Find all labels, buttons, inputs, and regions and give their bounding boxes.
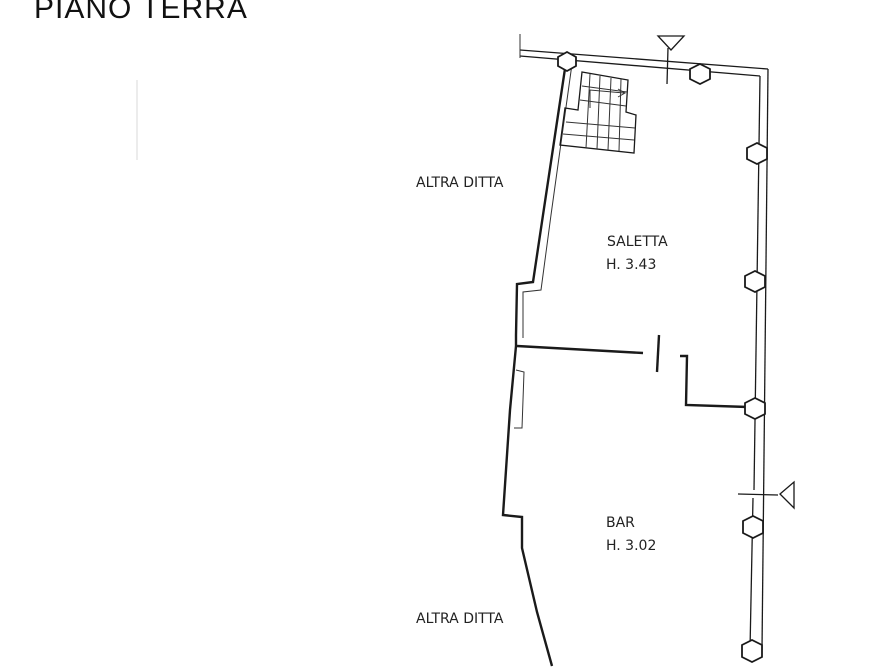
- entrance-arrow-icon: [779, 480, 795, 510]
- staircase: [559, 71, 637, 154]
- column-icon: [741, 638, 763, 664]
- column-icon: [744, 269, 766, 294]
- entrance-right: [737, 480, 795, 510]
- columns: [557, 50, 768, 664]
- room-height-saletta: H. 3.43: [606, 257, 656, 273]
- entrance-arrow-icon: [656, 35, 686, 51]
- column-icon: [744, 396, 766, 421]
- column-icon: [689, 62, 711, 86]
- neighbor-label-bottom: ALTRA DITTA: [416, 611, 504, 627]
- plan-title: PIANO TERRA: [34, 0, 248, 25]
- neighbor-label-top: ALTRA DITTA: [416, 175, 504, 191]
- entrance-top: [656, 35, 686, 85]
- column-icon: [557, 50, 577, 73]
- stair-arrow-icon: [589, 88, 627, 108]
- interior-walls: [516, 334, 749, 409]
- column-icon: [742, 514, 764, 540]
- room-name-saletta: SALETTA: [607, 234, 668, 250]
- room-height-bar: H. 3.02: [606, 538, 656, 554]
- column-icon: [746, 141, 768, 166]
- room-name-bar: BAR: [606, 515, 635, 531]
